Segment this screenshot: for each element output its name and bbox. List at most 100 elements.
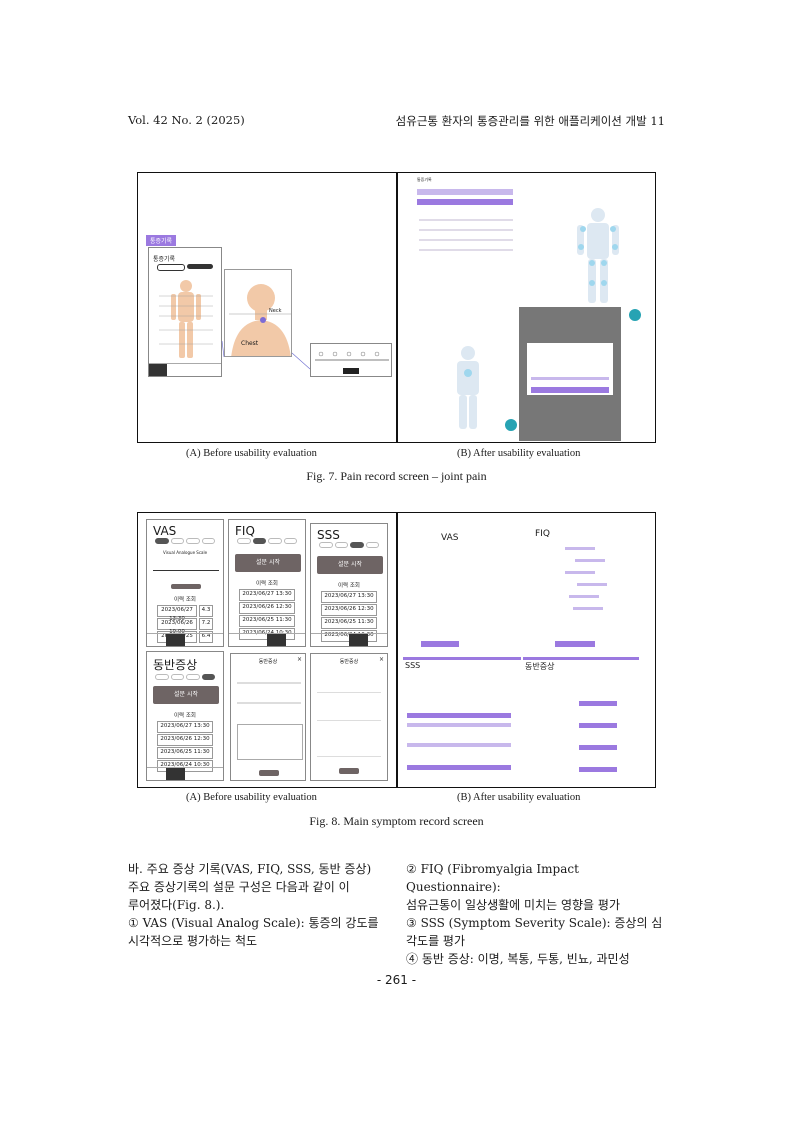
- tab[interactable]: [147, 768, 166, 780]
- chip[interactable]: [237, 538, 251, 544]
- body-back-after[interactable]: [403, 315, 523, 435]
- fiq-row[interactable]: 2023/06/27 13:30: [239, 589, 295, 601]
- fiq-history-label: 이력 조회: [256, 581, 278, 587]
- tab[interactable]: [147, 634, 166, 646]
- tab[interactable]: [185, 768, 204, 780]
- detail-b-item[interactable]: [317, 726, 381, 757]
- tab[interactable]: [286, 634, 305, 646]
- tab[interactable]: [267, 634, 286, 646]
- chip[interactable]: [170, 538, 184, 544]
- symptom-row[interactable]: 2023/06/24 10:30: [157, 760, 213, 772]
- fig7-phone-before: 통증기록: [148, 247, 222, 377]
- tab[interactable]: [204, 768, 223, 780]
- detail-b-save[interactable]: [339, 768, 359, 774]
- fig7-after-tab[interactable]: [417, 189, 513, 195]
- fiq-row[interactable]: 2023/06/25 11:30: [239, 615, 295, 627]
- sss-row[interactable]: 2023/06/26 12:30: [321, 604, 377, 616]
- fig7-tab-3[interactable]: [185, 364, 203, 376]
- chip[interactable]: [334, 542, 348, 548]
- sss-start-button[interactable]: 설문 시작: [317, 556, 383, 574]
- vas-row-date[interactable]: 2023/06/27 13:30: [157, 605, 197, 622]
- fig7-tab-2[interactable]: [167, 364, 185, 376]
- after-fiq-button[interactable]: [555, 641, 595, 647]
- detail-a-save[interactable]: [259, 770, 279, 776]
- after-sss-button[interactable]: [407, 765, 511, 770]
- chip[interactable]: [155, 674, 169, 680]
- fig7-after-add[interactable]: [417, 199, 513, 205]
- sss-row[interactable]: 2023/06/27 13:30: [321, 591, 377, 603]
- fig7-tab-4[interactable]: [203, 364, 221, 376]
- close-icon[interactable]: ×: [296, 656, 302, 663]
- tab[interactable]: [204, 634, 223, 646]
- fig7-modal-next[interactable]: [531, 387, 609, 393]
- fig7-toggle-b[interactable]: [187, 264, 213, 269]
- detail-a-textbox[interactable]: [237, 724, 303, 760]
- fig8-before: VAS Visual Analogue Scale 이력 조회 2023/06/…: [138, 513, 396, 787]
- panel-symptom: 동반증상 설문 시작 이력 조회 2023/06/27 13:30 2023/0…: [146, 651, 224, 781]
- chip[interactable]: [350, 542, 364, 548]
- fiq-row[interactable]: 2023/06/26 12:30: [239, 602, 295, 614]
- panel-vas-subtitle: Visual Analogue Scale: [163, 550, 208, 555]
- symptom-row[interactable]: 2023/06/27 13:30: [157, 721, 213, 733]
- fig7-modal-slider[interactable]: [531, 377, 609, 380]
- vas-slider[interactable]: [153, 570, 219, 571]
- vas-row-date[interactable]: 2023/06/26 19:00: [157, 618, 197, 635]
- chip[interactable]: [186, 674, 200, 680]
- symptom-history: 이력 조회 2023/06/27 13:30 2023/06/26 12:30 …: [157, 712, 213, 772]
- chip[interactable]: [201, 538, 215, 544]
- fiq-start-button[interactable]: 설문 시작: [235, 554, 301, 572]
- detail-b-item[interactable]: [317, 698, 381, 721]
- pain-scale-slider[interactable]: [311, 344, 392, 377]
- body-front-after[interactable]: [543, 203, 653, 323]
- symptom-start-button[interactable]: 설문 시작: [153, 686, 219, 704]
- detail-b-item[interactable]: [317, 670, 381, 693]
- after-vas-button[interactable]: [421, 641, 459, 647]
- symptom-row[interactable]: 2023/06/25 11:30: [157, 747, 213, 759]
- chip[interactable]: [268, 538, 282, 544]
- body-front-figure[interactable]: [149, 274, 222, 374]
- chip[interactable]: [201, 674, 215, 680]
- panel-sss-chips: [319, 542, 379, 548]
- chip[interactable]: [155, 538, 169, 544]
- panel-sss-title: SSS: [317, 528, 340, 542]
- vas-row-score: 7.2: [199, 618, 213, 630]
- tab[interactable]: [349, 634, 368, 646]
- tab[interactable]: [368, 634, 387, 646]
- symptom-row[interactable]: 2023/06/26 12:30: [157, 734, 213, 746]
- chip[interactable]: [365, 542, 379, 548]
- chip[interactable]: [283, 538, 297, 544]
- detail-a-title: 동반증상: [258, 659, 278, 665]
- body-line: ④ 동반 증상: 이명, 복통, 두통, 빈뇨, 과민성: [406, 952, 630, 966]
- chip[interactable]: [319, 542, 333, 548]
- tab[interactable]: [166, 768, 185, 780]
- panel-sss: SSS 설문 시작 이력 조회 2023/06/27 13:30 2023/06…: [310, 523, 388, 647]
- chip[interactable]: [252, 538, 266, 544]
- vas-history-label: 이력 조회: [174, 597, 196, 603]
- fig7-modal-overlay: [519, 307, 621, 441]
- sss-tabbar: [311, 633, 387, 646]
- after-vas-title: VAS: [441, 533, 459, 543]
- tab[interactable]: [229, 634, 248, 646]
- body-line: ② FIQ (Fibromyalgia Impact Questionnaire…: [406, 862, 579, 894]
- panel-fiq-title: FIQ: [235, 524, 255, 538]
- tab[interactable]: [311, 634, 330, 646]
- close-icon[interactable]: ×: [378, 656, 384, 663]
- tab[interactable]: [330, 634, 349, 646]
- fig7-tag-label: 통증기록: [150, 238, 173, 245]
- chip[interactable]: [186, 538, 200, 544]
- vas-save-button[interactable]: [171, 584, 201, 589]
- symptom-tabbar: [147, 767, 223, 780]
- after-fiq: FIQ: [515, 517, 635, 647]
- chip[interactable]: [170, 674, 184, 680]
- tab[interactable]: [185, 634, 204, 646]
- sss-row[interactable]: 2023/06/25 11:30: [321, 617, 377, 629]
- head-closeup: [229, 284, 291, 356]
- after-sss-title: SSS: [405, 661, 421, 670]
- tab[interactable]: [166, 634, 185, 646]
- body-line: 루어졌다(Fig. 8.).: [128, 898, 225, 912]
- vas-row-score: 4.3: [199, 605, 213, 617]
- after-symptom-title: 동반증상: [525, 662, 555, 671]
- fig7-toggle-a[interactable]: [157, 264, 185, 271]
- fig7-tab-1[interactable]: [149, 364, 167, 376]
- tab[interactable]: [248, 634, 267, 646]
